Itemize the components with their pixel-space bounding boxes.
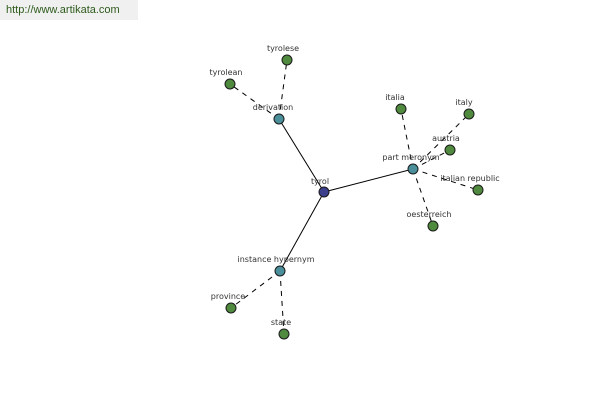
edge-tyrol-to-part-meronym — [323, 168, 414, 193]
node-tyrolese[interactable] — [281, 54, 293, 66]
node-label-tyrolese[interactable]: tyrolese — [267, 44, 299, 53]
node-italy[interactable] — [463, 108, 475, 120]
node-label-italian-republic[interactable]: italian republic — [440, 174, 499, 183]
node-state[interactable] — [278, 328, 290, 340]
edge-derivation-to-tyrolean — [229, 83, 280, 120]
edge-part-meronym-to-austria — [412, 149, 451, 170]
node-instance-hypernym[interactable] — [274, 265, 286, 277]
node-label-derivation[interactable]: derivation — [253, 103, 293, 112]
edge-instance-hypernym-to-province — [230, 270, 281, 309]
edge-instance-hypernym-to-state — [279, 270, 285, 335]
node-label-instance-hypernym[interactable]: instance hypernym — [238, 255, 315, 264]
edge-part-meronym-to-oesterreich — [412, 168, 434, 227]
node-part-meronym[interactable] — [407, 163, 419, 175]
node-oesterreich[interactable] — [427, 220, 439, 232]
node-label-italia[interactable]: italia — [385, 93, 405, 102]
node-italian-republic[interactable] — [472, 184, 484, 196]
edges-layer — [229, 59, 479, 335]
node-province[interactable] — [225, 302, 237, 314]
nodes-layer — [224, 54, 484, 340]
node-label-province[interactable]: province — [211, 292, 246, 301]
edge-tyrol-to-instance-hypernym — [279, 191, 325, 272]
node-austria[interactable] — [444, 144, 456, 156]
edge-tyrol-to-derivation — [278, 118, 325, 193]
node-label-state[interactable]: state — [271, 318, 291, 327]
node-label-tyrolean[interactable]: tyrolean — [210, 68, 243, 77]
edge-part-meronym-to-italia — [400, 108, 414, 170]
node-tyrol[interactable] — [318, 186, 330, 198]
node-label-part-meronym[interactable]: part meronym — [382, 153, 439, 162]
edge-part-meronym-to-italian-republic — [412, 168, 479, 191]
node-italia[interactable] — [395, 103, 407, 115]
node-tyrolean[interactable] — [224, 78, 236, 90]
node-derivation[interactable] — [273, 113, 285, 125]
node-label-tyrol[interactable]: tyrol — [311, 177, 329, 186]
node-label-oesterreich[interactable]: oesterreich — [407, 210, 452, 219]
labels-layer: tyrol derivation part meronym instance hype… — [210, 44, 500, 327]
edge-part-meronym-to-italy — [412, 113, 470, 170]
node-label-italy[interactable]: italy — [455, 98, 472, 107]
site-url-link[interactable]: http://www.artikata.com — [0, 0, 138, 20]
node-label-austria[interactable]: austria — [432, 134, 460, 143]
